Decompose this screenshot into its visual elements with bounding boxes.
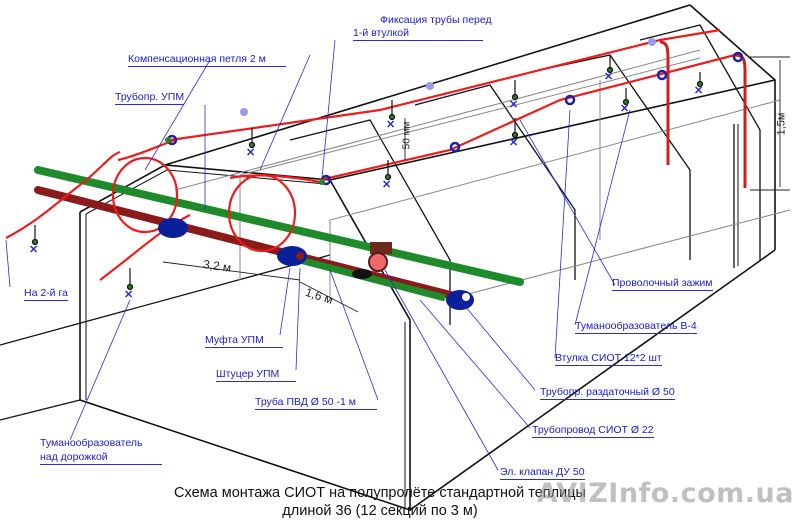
label-fixation-line1: Фиксация трубы перед — [380, 14, 492, 26]
svg-text:✕: ✕ — [694, 85, 703, 97]
label-electric-valve: Эл. клапан ДУ 50 — [500, 466, 585, 480]
foggers: ✕ ✕ ✕ ✕ ✕ ✕ ✕ ✕ ✕ ✕ — [29, 55, 703, 301]
label-fogger-path-line1: Туманообразователь — [40, 437, 143, 449]
svg-text:✕: ✕ — [29, 244, 38, 256]
label-distribution-pipeline: Трубопр. раздаточный Ø 50 — [540, 386, 675, 400]
label-pvd-pipe: Труба ПВД Ø 50 -1 м — [255, 396, 377, 410]
label-to-second-ha: На 2-й га — [24, 287, 68, 301]
dimension-lines — [162, 56, 790, 313]
label-compensation-loop: Компенсационная петля 2 м — [128, 53, 286, 67]
distribution-pipe-lower — [299, 256, 446, 302]
svg-text:✕: ✕ — [509, 99, 518, 111]
svg-text:✕: ✕ — [246, 147, 255, 159]
svg-text:✕: ✕ — [382, 179, 391, 191]
svg-text:✕: ✕ — [386, 119, 395, 131]
svg-text:✕: ✕ — [620, 103, 629, 115]
label-upm-pipeline: Трубопр. УПМ — [115, 91, 185, 105]
label-fogger-path-line2: над дорожкой — [40, 451, 162, 465]
svg-text:✕: ✕ — [604, 71, 613, 83]
svg-text:✕: ✕ — [124, 289, 133, 301]
caption-line1: Схема монтажа СИОТ на полупролёте станда… — [174, 485, 586, 501]
label-fixation-line2: 1-й втулкой — [353, 27, 483, 41]
dimension-1-5m: 1,5м — [775, 112, 788, 136]
leader-lines — [5, 39, 631, 471]
siot-sleeves — [166, 51, 744, 186]
svg-text:✕: ✕ — [509, 137, 518, 149]
interior-lines — [174, 49, 791, 301]
label-siot-sleeve: Втулка СИОТ 12*2 шт — [555, 352, 662, 366]
greenhouse-frame — [0, 4, 776, 512]
dimension-50mm: 50 мм — [401, 121, 413, 150]
watermark: AVIZInfo.com.ua — [536, 478, 794, 509]
electric-valve — [352, 242, 392, 279]
label-siot-pipeline: Трубопровод СИОТ Ø 22 — [532, 424, 654, 438]
pipe-fixations — [165, 38, 656, 185]
label-fogger-b4: Туманообразователь В-4 — [575, 320, 697, 334]
distribution-pipe — [34, 166, 524, 286]
label-wire-clamp: Проволочный зажим — [612, 277, 713, 291]
label-fitting-upm: Штуцер УПМ — [216, 368, 296, 382]
caption-line2: длиной 36 (12 секций по 3 м) — [282, 503, 478, 519]
label-coupling-upm: Муфта УПМ — [205, 334, 283, 348]
upm-pipe — [34, 186, 474, 304]
